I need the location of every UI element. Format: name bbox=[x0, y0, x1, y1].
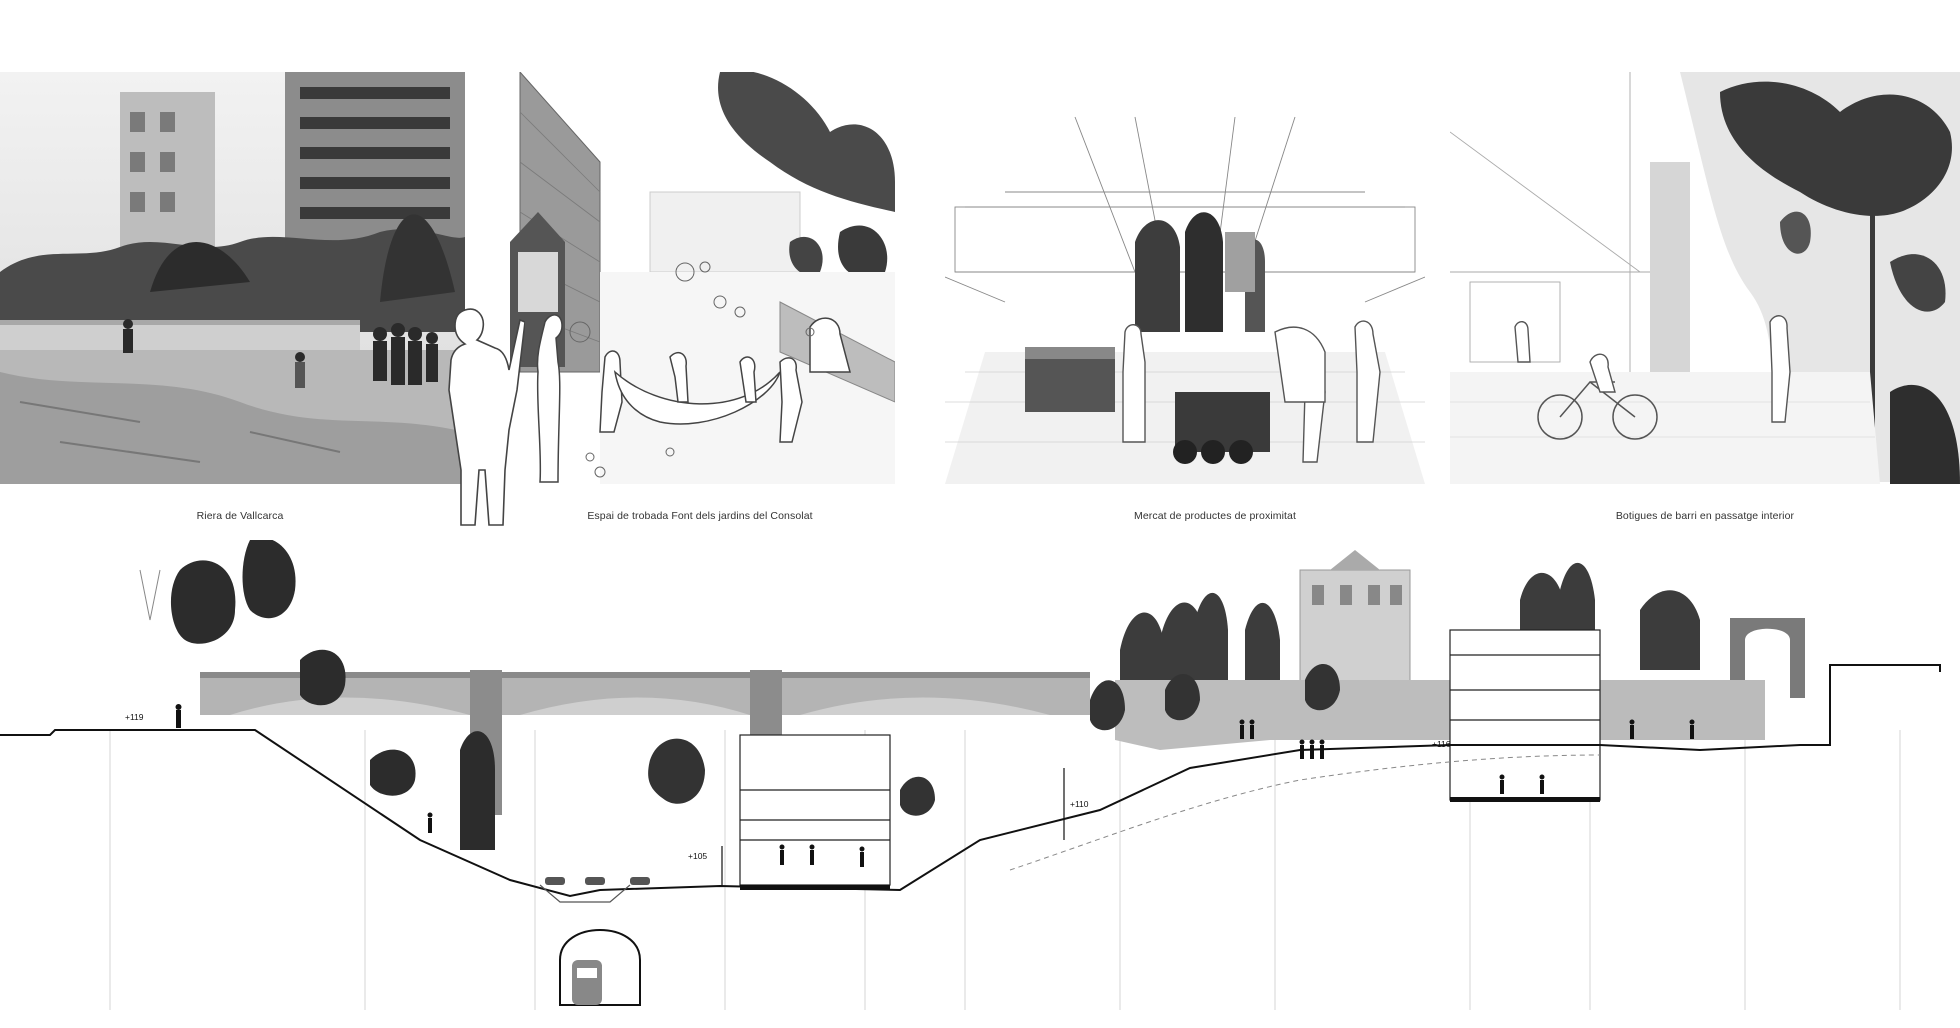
panel-riera-photo bbox=[0, 72, 465, 484]
elevation-label-mid: +110 bbox=[1070, 799, 1089, 809]
panel-caption: Riera de Vallcarca bbox=[196, 510, 284, 522]
cross-section bbox=[0, 540, 1941, 1010]
elevation-label-left: +119 bbox=[125, 712, 144, 722]
panel-caption: Botigues de barri en passatge interior bbox=[1615, 510, 1795, 522]
panel-font-consolat bbox=[510, 72, 895, 484]
panel-mercat bbox=[945, 72, 1425, 484]
panel-caption: Mercat de productes de proximitat bbox=[1133, 510, 1297, 522]
elevation-label-road: +105 bbox=[688, 851, 708, 861]
panel-botigues bbox=[1450, 72, 1960, 484]
foreground-figure bbox=[448, 308, 525, 526]
elevation-label-right: +116 bbox=[1432, 739, 1451, 749]
panel-caption: Espai de trobada Font dels jardins del C… bbox=[587, 510, 813, 522]
